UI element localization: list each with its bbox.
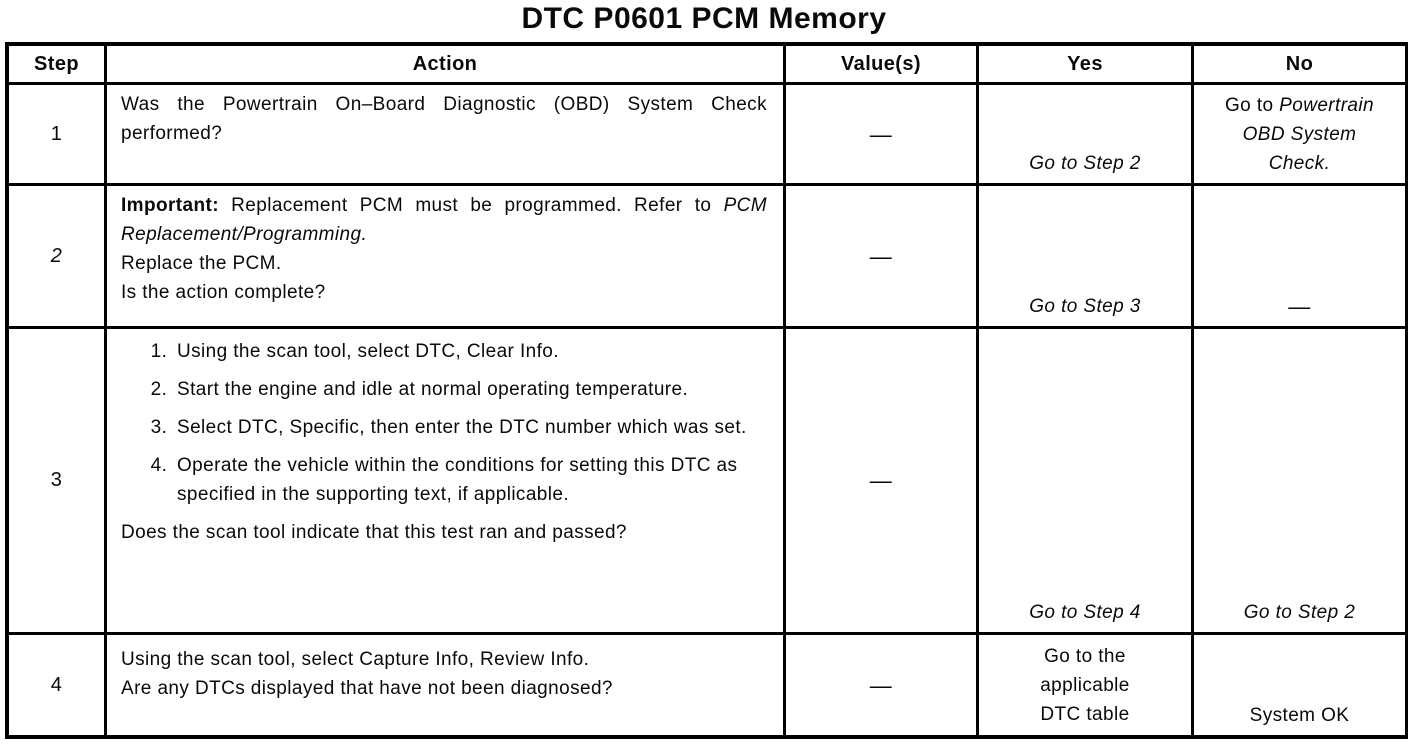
column-header-action: Action	[107, 46, 783, 82]
action-list-item: Using the scan tool, select DTC, Clear I…	[173, 337, 767, 366]
action-instruction: Replace the PCM.	[121, 253, 282, 274]
action-cell: Was the Powertrain On–Board Diagnostic (…	[107, 85, 783, 183]
yes-cell: Go to Step 3	[979, 186, 1191, 326]
column-header-values: Value(s)	[786, 46, 976, 82]
page-title: DTC P0601 PCM Memory	[521, 2, 887, 35]
value-cell: —	[786, 85, 976, 183]
no-cell: Go to Powertrain OBD System Check.	[1194, 85, 1405, 183]
yes-cell: Go to Step 4	[979, 329, 1191, 632]
step-number: 1	[9, 85, 104, 183]
yes-cell: Go to the applicable DTC table	[979, 635, 1191, 735]
yes-cell-text: Go to the applicable DTC table	[1040, 645, 1130, 725]
step-number: 2	[9, 186, 104, 326]
action-instruction: Using the scan tool, select Capture Info…	[121, 649, 590, 670]
yes-cell: Go to Step 2	[979, 85, 1191, 183]
no-cell-text: Go to Powertrain OBD System Check.	[1225, 95, 1374, 174]
no-cell: System OK	[1194, 635, 1405, 735]
action-question: Are any DTCs displayed that have not bee…	[121, 678, 613, 699]
action-list-item: Operate the vehicle within the condition…	[173, 451, 767, 509]
diagnostic-table: Step Action Value(s) Yes No 1 Was the Po…	[5, 42, 1408, 739]
action-question: Is the action complete?	[121, 282, 326, 303]
action-cell: Using the scan tool, select Capture Info…	[107, 635, 783, 735]
value-cell: —	[786, 635, 976, 735]
action-numbered-list: Using the scan tool, select DTC, Clear I…	[121, 337, 767, 518]
action-question: Was the Powertrain On–Board Diagnostic (…	[121, 94, 767, 144]
no-cell: —	[1194, 186, 1405, 326]
action-question: Does the scan tool indicate that this te…	[121, 522, 627, 543]
column-header-step: Step	[9, 46, 104, 82]
step-number: 4	[9, 635, 104, 735]
step-number: 3	[9, 329, 104, 632]
action-list-item: Select DTC, Specific, then enter the DTC…	[173, 413, 767, 442]
action-cell: Important: Replacement PCM must be progr…	[107, 186, 783, 326]
action-important-note: Important: Replacement PCM must be progr…	[121, 195, 767, 245]
value-cell: —	[786, 329, 976, 632]
action-cell: Using the scan tool, select DTC, Clear I…	[107, 329, 783, 632]
column-header-no: No	[1194, 46, 1405, 82]
value-cell: —	[786, 186, 976, 326]
action-list-item: Start the engine and idle at normal oper…	[173, 375, 767, 404]
column-header-yes: Yes	[979, 46, 1191, 82]
no-cell: Go to Step 2	[1194, 329, 1405, 632]
